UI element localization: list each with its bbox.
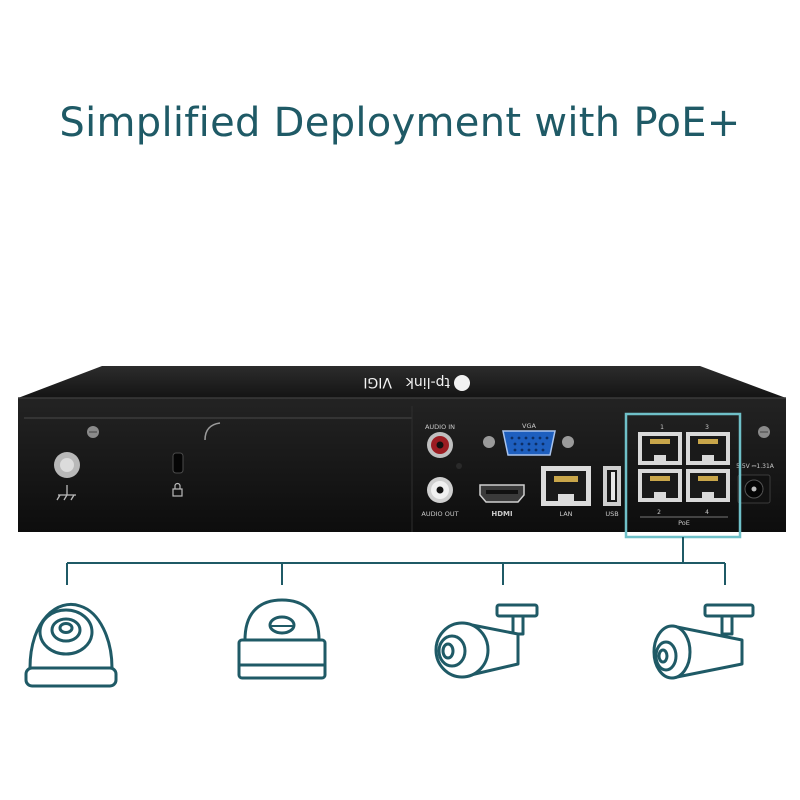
power-label: 5.5V ⎓1.31A <box>736 463 775 470</box>
brand-logo-text: tp-link <box>405 374 450 390</box>
ground-screw-icon <box>54 452 80 501</box>
brand-logo: tp-link VIGI <box>363 374 470 391</box>
poe-port-3-label: 3 <box>705 424 709 431</box>
poe-port-3 <box>686 432 730 465</box>
poe-port-2-label: 2 <box>657 509 661 516</box>
power-port: 5.5V ⎓1.31A <box>736 463 775 504</box>
turret-camera-icon <box>24 603 118 688</box>
audio-out-label: AUDIO OUT <box>421 510 458 518</box>
bullet-camera-icon <box>652 603 755 680</box>
poe-port-4 <box>686 469 730 502</box>
security-lock-slot <box>172 452 184 497</box>
headline: Simplified Deployment with PoE+ <box>59 100 741 146</box>
lan-port: LAN <box>541 466 591 518</box>
lan-label: LAN <box>559 510 572 518</box>
poe-port-2 <box>638 469 682 502</box>
usb-label: USB <box>605 510 618 518</box>
nvr-device: tp-link VIGI AUDIO <box>18 366 786 539</box>
audio-in-port: AUDIO IN <box>425 423 455 458</box>
poe-port-1-label: 1 <box>660 424 664 431</box>
screw-icon <box>758 426 770 438</box>
brand-product-text: VIGI <box>363 374 392 390</box>
vga-port: VGA <box>483 422 574 456</box>
poe-port-4-label: 4 <box>705 509 709 516</box>
screw-icon <box>87 426 99 438</box>
poe-port-1 <box>638 432 682 465</box>
poe-connector-lines <box>66 537 726 585</box>
indicator-hole <box>456 463 462 469</box>
hdmi-port: HDMI <box>479 484 525 518</box>
usb-port: USB <box>603 466 621 518</box>
bullet-camera-icon <box>434 603 539 679</box>
audio-in-label: AUDIO IN <box>425 423 455 431</box>
hdmi-label: HDMI <box>491 510 512 518</box>
audio-out-port: AUDIO OUT <box>421 477 459 518</box>
nvr-top-panel <box>18 366 786 398</box>
poe-port-group: 1 3 2 4 PoE <box>638 424 730 527</box>
vga-label: VGA <box>522 422 536 430</box>
poe-label: PoE <box>678 519 690 527</box>
dome-camera-icon <box>237 598 327 680</box>
